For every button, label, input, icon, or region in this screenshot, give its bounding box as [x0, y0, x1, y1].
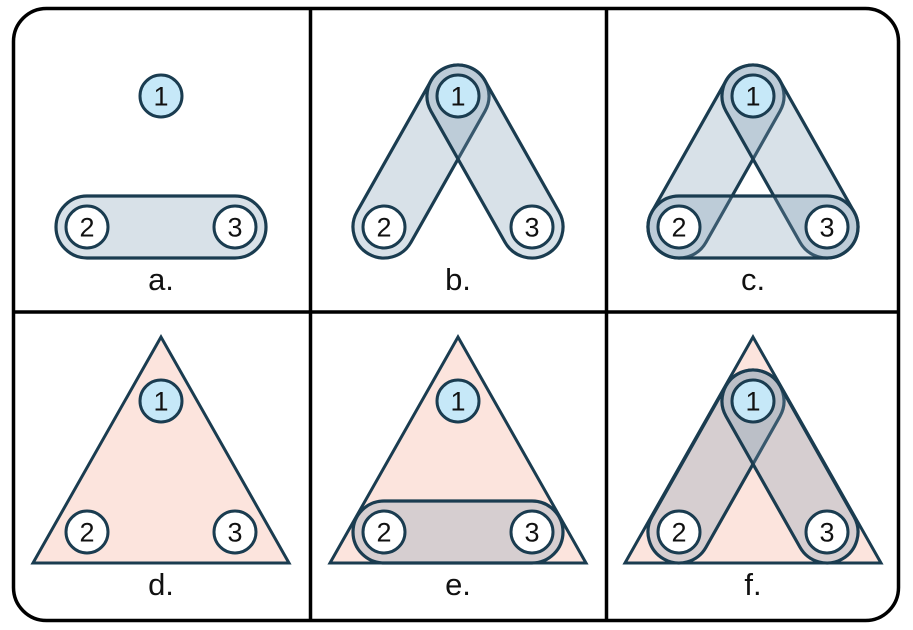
panel-d-node-2-label: 2 [79, 518, 94, 548]
panel-b-node-3 [509, 204, 555, 250]
panel-e-label: e. [445, 567, 471, 602]
panel-e-node-2-label: 2 [376, 518, 391, 548]
panel-e-node-1 [435, 378, 481, 424]
panel-a-label: a. [148, 262, 174, 297]
panel-d-node-2 [64, 509, 110, 555]
panel-e-node-2 [361, 509, 407, 555]
panel-a-node-1 [138, 73, 184, 119]
panel-a-node-1-label: 1 [153, 82, 168, 112]
panel-f-node-2-label: 2 [671, 518, 686, 548]
panel-e-edge-2-3 [351, 499, 565, 565]
panel-b-node-1 [435, 73, 481, 119]
panel-a-edge-2-3 [54, 194, 268, 260]
panel-d-label: d. [148, 567, 174, 602]
panel-d-node-1-label: 1 [153, 387, 168, 417]
panel-c-node-1-label: 1 [745, 82, 760, 112]
panel-c-node-2-label: 2 [671, 213, 686, 243]
panel-d-node-3-label: 3 [227, 518, 242, 548]
panel-b-node-2-label: 2 [376, 213, 391, 243]
panel-f: 1 2 3 f. [622, 333, 884, 602]
panel-e: 1 2 3 e. [327, 333, 589, 602]
panel-c-node-1 [730, 73, 776, 119]
panel-f-node-1-label: 1 [745, 387, 760, 417]
panel-d: 1 2 3 d. [30, 333, 292, 602]
panel-a-node-3 [212, 204, 258, 250]
panel-b-node-1-label: 1 [450, 82, 465, 112]
panel-b-node-3-label: 3 [524, 213, 539, 243]
panel-c-node-2 [656, 204, 702, 250]
panel-a: 1 2 3 a. [54, 73, 268, 297]
panel-d-node-1 [138, 378, 184, 424]
panel-e-node-1-label: 1 [450, 387, 465, 417]
panel-b-label: b. [445, 262, 471, 297]
panel-b-node-2 [361, 204, 407, 250]
panel-d-triangle [30, 333, 292, 565]
panel-a-node-2-label: 2 [79, 213, 94, 243]
panel-c-label: c. [741, 262, 765, 297]
panel-f-node-1 [730, 378, 776, 424]
panel-d-node-3 [212, 509, 258, 555]
panel-c: 1 2 3 c. [646, 63, 860, 297]
panel-e-node-3 [509, 509, 555, 555]
panel-f-label: f. [744, 567, 761, 602]
panel-b: 1 2 3 b. [351, 63, 565, 297]
panel-f-node-3 [804, 509, 850, 555]
panel-f-node-3-label: 3 [819, 518, 834, 548]
panel-c-edge-2-3 [646, 194, 860, 260]
panel-a-node-3-label: 3 [227, 213, 242, 243]
panel-f-node-2 [656, 509, 702, 555]
panel-c-node-3-label: 3 [819, 213, 834, 243]
panel-c-node-3 [804, 204, 850, 250]
panel-a-node-2 [64, 204, 110, 250]
panel-e-node-3-label: 3 [524, 518, 539, 548]
